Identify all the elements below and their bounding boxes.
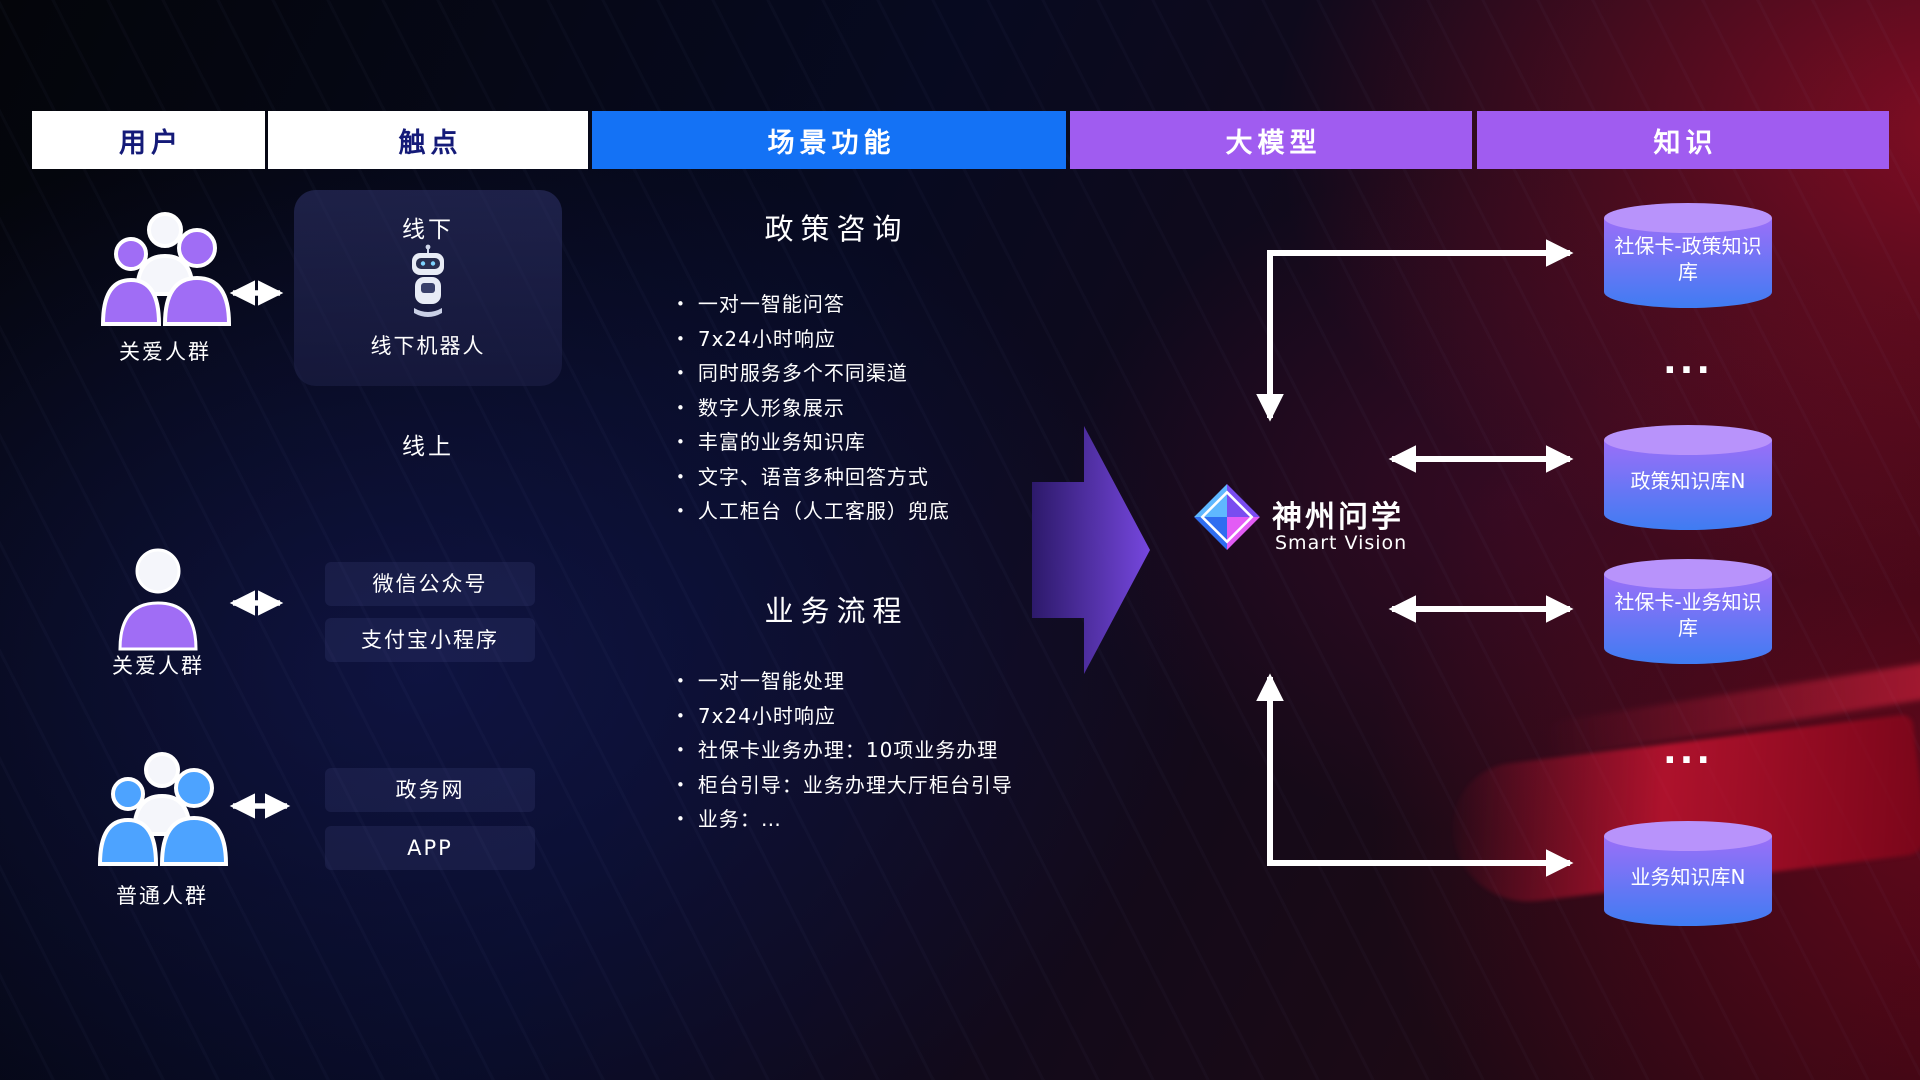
scenario-business-title: 业务流程 <box>764 594 909 628</box>
flow-arrow <box>1032 426 1150 674</box>
user-single-label: 关爱人群 <box>112 654 204 678</box>
scenario-item: 7x24小时响应 <box>676 700 1013 735</box>
people-group-icon <box>97 752 229 866</box>
arrow-logo-to-db1 <box>1256 239 1574 422</box>
scenario-item: 柜台引导：业务办理大厅柜台引导 <box>676 769 1013 804</box>
header-model: 大模型 <box>1070 111 1472 169</box>
channel-gov-web: 政务网 <box>325 768 535 812</box>
offline-title: 线下 <box>402 217 454 243</box>
header-users: 用户 <box>32 111 265 169</box>
db-label: 社保卡-政策知识库 <box>1614 234 1762 284</box>
diamond-logo-icon <box>1194 484 1260 550</box>
ellipsis-dots: ... <box>1662 731 1714 772</box>
scenario-item: 社保卡业务办理：10项业务办理 <box>676 734 1013 769</box>
person-icon <box>118 548 198 651</box>
model-name: 神州问学 <box>1272 500 1404 535</box>
db-label: 政策知识库N <box>1630 469 1746 493</box>
scenario-business-list: 一对一智能处理 7x24小时响应 社保卡业务办理：10项业务办理 柜台引导：业务… <box>676 665 1013 838</box>
scenario-item: 业务：… <box>676 803 1013 838</box>
scenario-policy-list: 一对一智能问答 7x24小时响应 同时服务多个不同渠道 数字人形象展示 丰富的业… <box>676 288 950 530</box>
header-touchpoints: 触点 <box>268 111 588 169</box>
header-scenarios: 场景功能 <box>592 111 1066 169</box>
db-label: 业务知识库N <box>1630 865 1746 889</box>
db-policy-socialcard: 社保卡-政策知识库 <box>1600 200 1776 310</box>
channel-wechat: 微信公众号 <box>325 562 535 606</box>
robot-icon <box>412 244 444 317</box>
user-group-label: 关爱人群 <box>119 340 211 364</box>
db-business-socialcard: 社保卡-业务知识库 <box>1600 556 1776 666</box>
scenario-policy-title: 政策咨询 <box>764 212 909 246</box>
ellipsis-dots: ... <box>1662 341 1714 382</box>
scenario-item: 人工柜台（人工客服）兜底 <box>676 495 950 530</box>
scenario-item: 同时服务多个不同渠道 <box>676 357 950 392</box>
scenario-item: 一对一智能问答 <box>676 288 950 323</box>
model-subtitle: Smart Vision <box>1275 532 1408 554</box>
database-cylinder-icon <box>1604 821 1772 926</box>
db-business-n: 业务知识库N <box>1600 818 1776 928</box>
online-title: 线上 <box>402 434 454 460</box>
scenario-item: 7x24小时响应 <box>676 323 950 358</box>
scenario-item: 一对一智能处理 <box>676 665 1013 700</box>
database-cylinder-icon <box>1604 425 1772 530</box>
database-cylinder-icon <box>1604 559 1772 664</box>
database-cylinder-icon <box>1604 203 1772 308</box>
db-policy-n: 政策知识库N <box>1600 422 1776 532</box>
channel-app: APP <box>325 826 535 870</box>
scenario-item: 丰富的业务知识库 <box>676 426 950 461</box>
header-knowledge: 知识 <box>1477 111 1889 169</box>
people-group-icon <box>100 212 232 326</box>
scenario-item: 数字人形象展示 <box>676 392 950 427</box>
user-general-label: 普通人群 <box>116 884 208 908</box>
offline-robot-label: 线下机器人 <box>370 334 486 358</box>
scenario-item: 文字、语音多种回答方式 <box>676 461 950 496</box>
channel-alipay: 支付宝小程序 <box>325 618 535 662</box>
db-label: 社保卡-业务知识库 <box>1614 590 1762 640</box>
